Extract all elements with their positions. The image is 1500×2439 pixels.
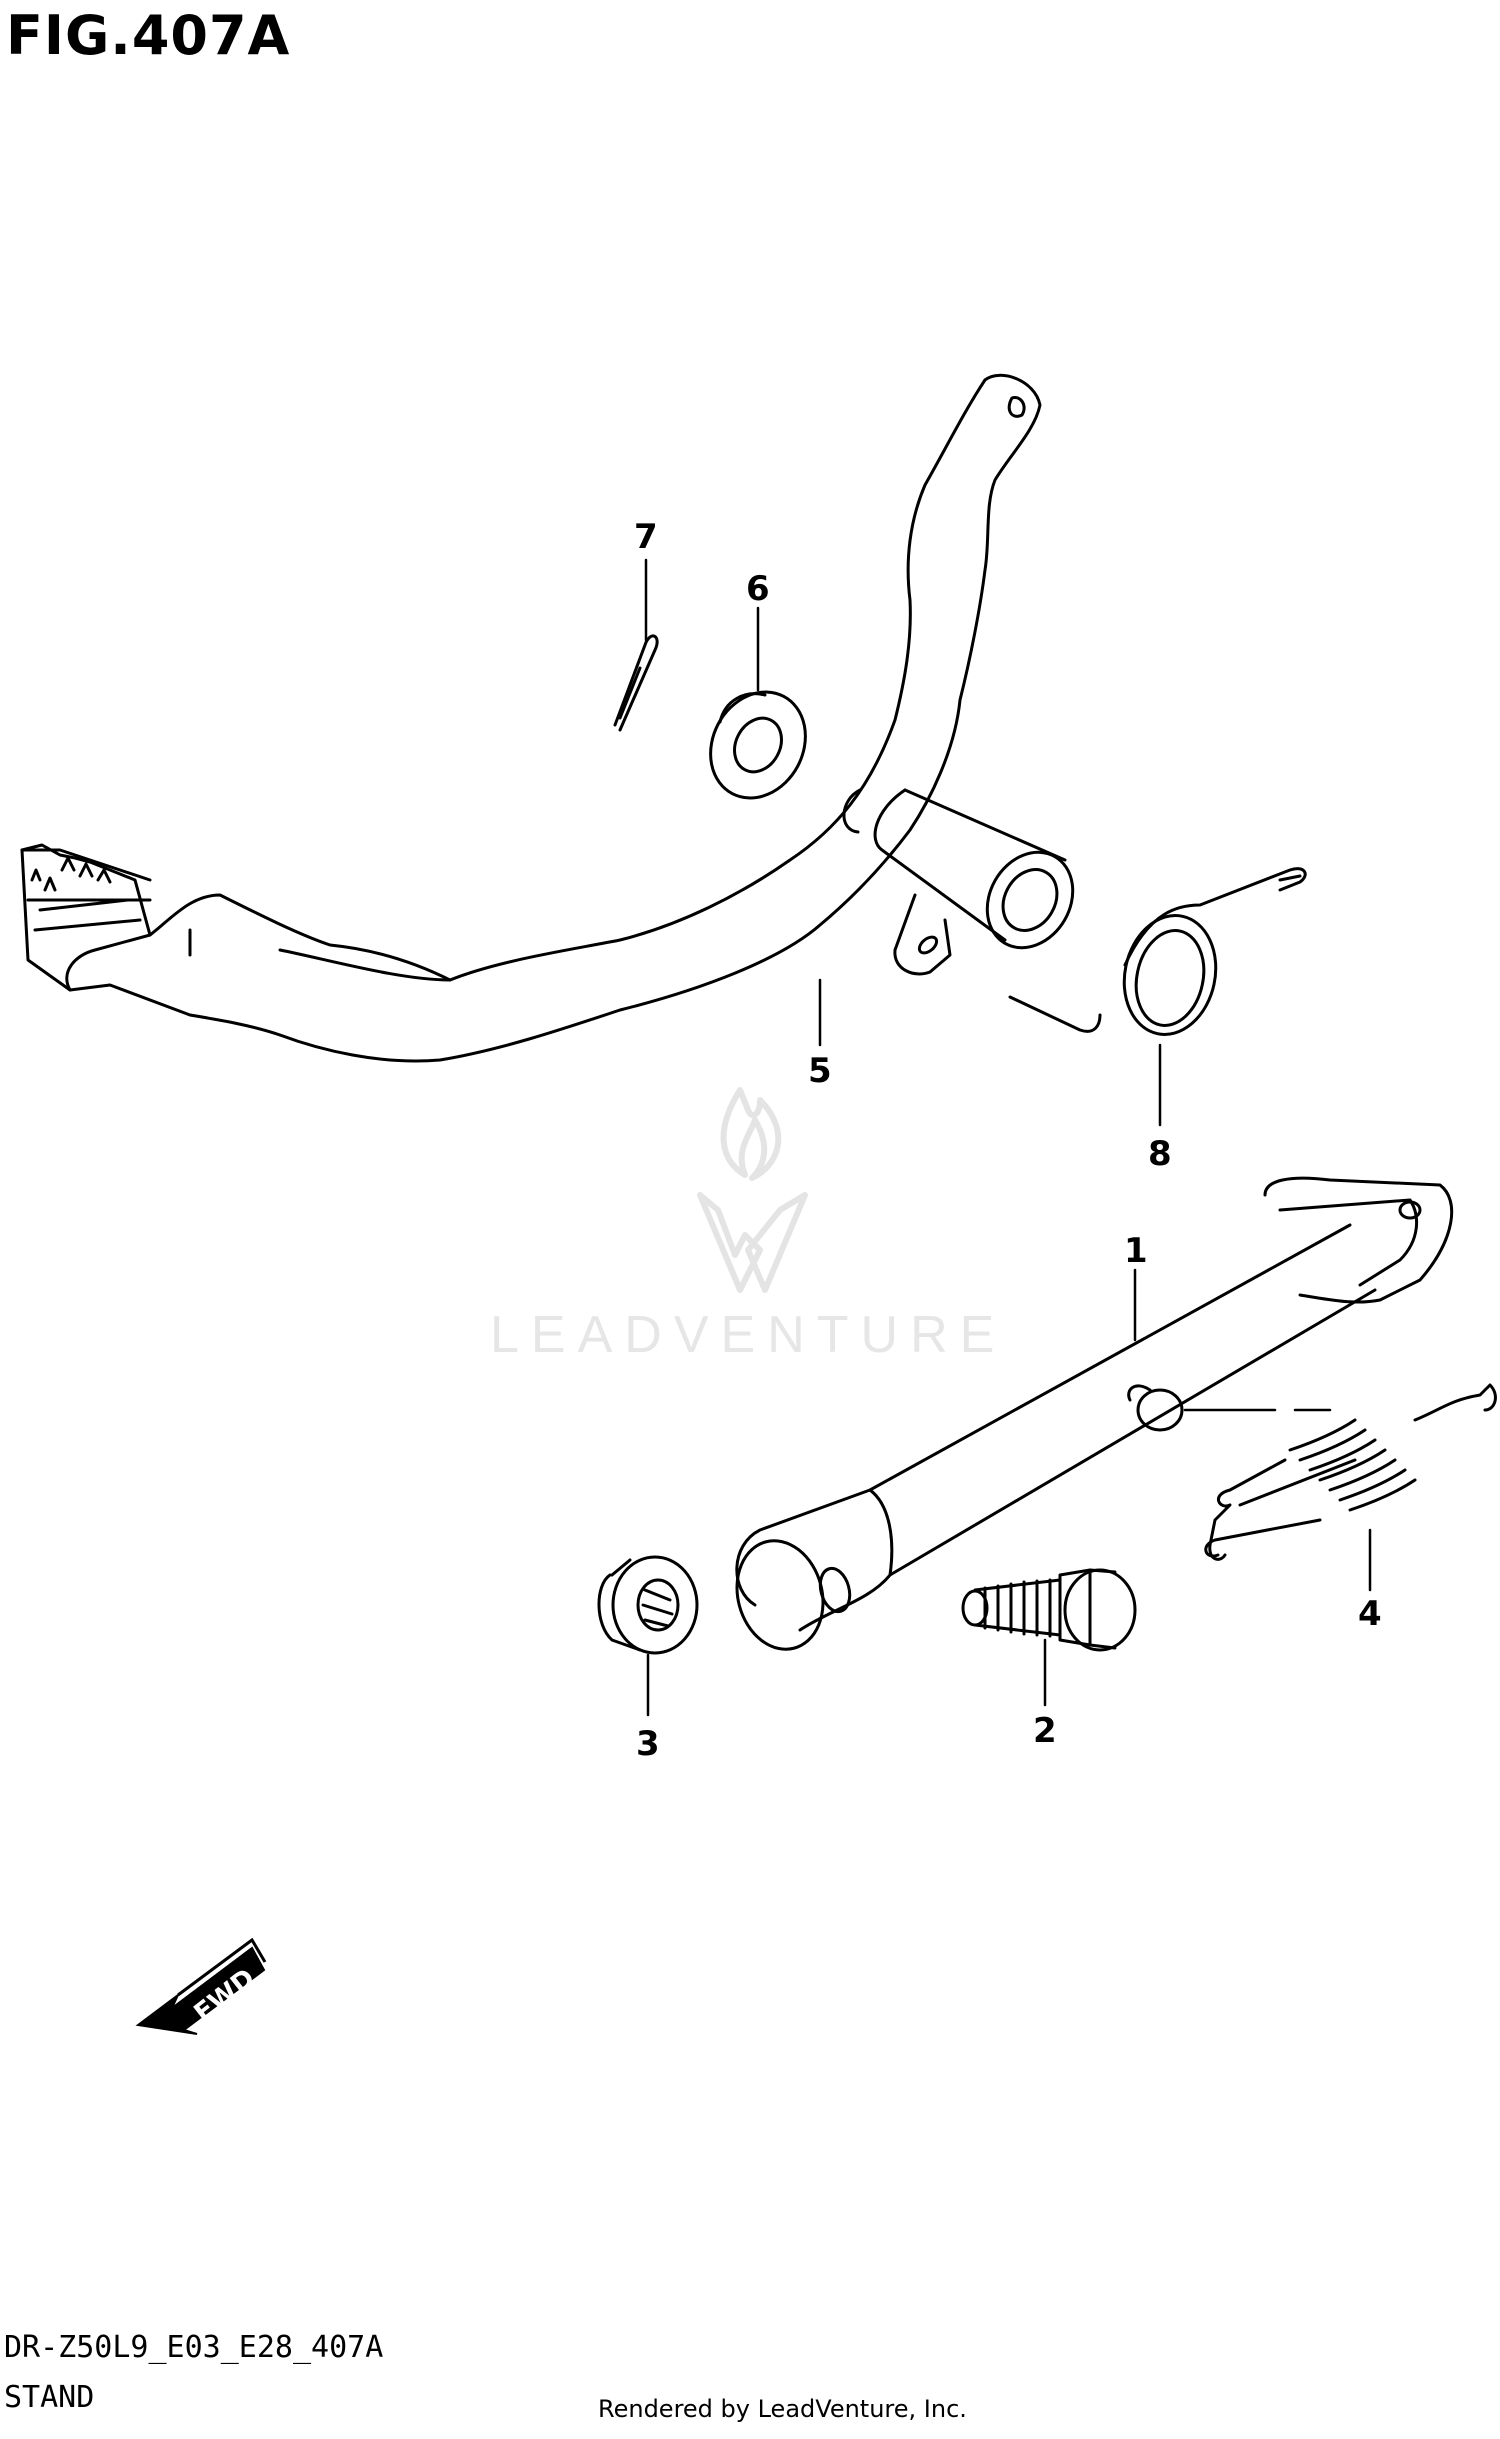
nut-part-3	[597, 1555, 699, 1655]
cotter-pin-part-7	[613, 634, 659, 732]
figure-title: FIG.407A	[6, 4, 291, 67]
washer-part-6	[709, 690, 807, 800]
callout-7: 7	[634, 517, 658, 557]
torsion-spring-part-8	[1008, 867, 1307, 1036]
callout-1: 1	[1124, 1231, 1148, 1271]
callout-5: 5	[808, 1051, 832, 1091]
brake-pedal-part-5	[20, 373, 1075, 1063]
watermark-logo	[697, 1087, 808, 1293]
credit-text: Rendered by LeadVenture, Inc.	[598, 2395, 967, 2423]
figure-name: STAND	[4, 2380, 95, 2415]
callout-4: 4	[1358, 1594, 1382, 1634]
watermark-text: LEADVENTURE	[490, 1306, 1006, 1364]
pivot-bolt-part-2	[961, 1568, 1137, 1652]
figure-code: DR-Z50L9_E03_E28_407A	[4, 2330, 384, 2365]
callout-2: 2	[1033, 1711, 1057, 1751]
tension-spring-part-4	[1204, 1383, 1497, 1561]
callout-3: 3	[636, 1724, 660, 1764]
callout-6: 6	[746, 569, 770, 609]
fwd-arrow-icon: FWD	[135, 1937, 267, 2035]
side-stand-part-1	[735, 1176, 1454, 1651]
callout-8: 8	[1148, 1134, 1172, 1174]
